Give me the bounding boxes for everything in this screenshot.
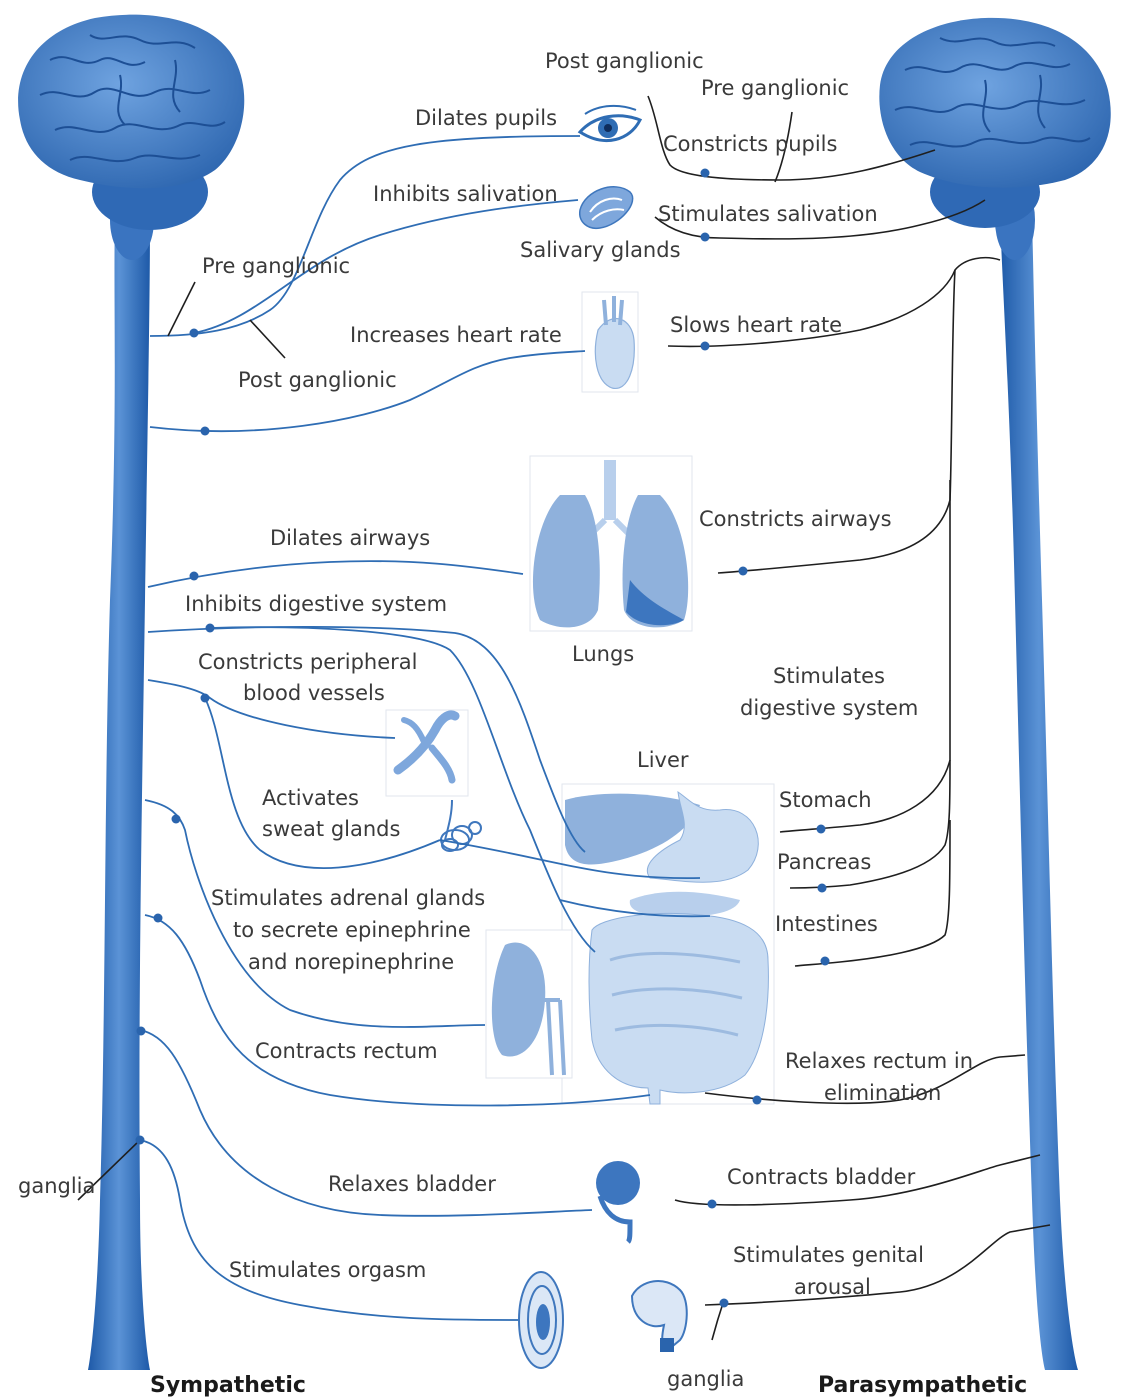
stimulates-salivation-label: Stimulates salivation [658, 202, 878, 226]
dilates-pupils-label: Dilates pupils [415, 106, 557, 130]
relaxes-rectum-label-1: Relaxes rectum in [785, 1049, 973, 1073]
increases-heart-rate-label: Increases heart rate [350, 323, 562, 347]
adrenal-label-2: to secrete epinephrine [233, 918, 471, 942]
left-spinal-cord [88, 215, 150, 1370]
constricts-pupils-label: Constricts pupils [663, 132, 837, 156]
digestive-organs-icon [562, 784, 774, 1104]
sympathetic-brain-and-spinal-cord [18, 15, 244, 1370]
bladder-icon [596, 1161, 640, 1242]
synapse-dot [137, 1027, 146, 1036]
post-ganglionic-left-label: Post ganglionic [238, 368, 397, 392]
intestines-shape [589, 913, 768, 1104]
stomach-label: Stomach [779, 788, 872, 812]
adrenal-kidney-icon [486, 930, 572, 1078]
pre-ganglionic-right-label: Pre ganglionic [701, 76, 849, 100]
stimulates-digestive-label-2: digestive system [740, 696, 918, 720]
ganglia-left-label: ganglia [18, 1174, 95, 1198]
synapse-dot [817, 825, 826, 834]
synapse-dot [701, 342, 710, 351]
sweat-glands-label-1: Activates [262, 786, 359, 810]
adrenal-label-3: and norepinephrine [248, 950, 454, 974]
left-cerebrum [18, 15, 244, 189]
synapse-dot [206, 624, 215, 633]
male-genitalia-icon [632, 1281, 687, 1352]
stimulates-orgasm-label: Stimulates orgasm [229, 1258, 426, 1282]
synapse-dot [818, 884, 827, 893]
synapse-dot [739, 567, 748, 576]
lungs-label: Lungs [572, 642, 634, 666]
constricts-vessels-label-2: blood vessels [243, 681, 385, 705]
inhibits-salivation-label: Inhibits salivation [373, 182, 558, 206]
female-genitalia-icon [519, 1272, 563, 1368]
right-spinal-cord [1000, 215, 1078, 1370]
relaxes-bladder-label: Relaxes bladder [328, 1172, 496, 1196]
dilates-airways-label: Dilates airways [270, 526, 430, 550]
constricts-vessels-label-1: Constricts peripheral [198, 650, 417, 674]
synapse-dot [136, 1136, 145, 1145]
sweat-glands-label-2: sweat glands [262, 817, 400, 841]
blood-vessel-icon [386, 710, 468, 796]
synapse-dot [821, 957, 830, 966]
liver-label: Liver [637, 748, 689, 772]
genital-arousal-label-2: arousal [794, 1275, 871, 1299]
post-ganglionic-right-label: Post ganglionic [545, 49, 704, 73]
salivary-glands-label: Salivary glands [520, 238, 681, 262]
pancreas-label: Pancreas [777, 850, 871, 874]
parasympathetic-title: Parasympathetic [818, 1373, 1027, 1397]
synapse-dot [154, 914, 163, 923]
lungs-icon [530, 456, 692, 631]
relaxes-rectum-label-2: elimination [824, 1081, 941, 1105]
sympathetic-title: Sympathetic [150, 1373, 306, 1397]
eye-icon [580, 106, 640, 141]
constricts-airways-label: Constricts airways [699, 507, 892, 531]
synapse-dot [701, 233, 710, 242]
genital-arousal-label-1: Stimulates genital [733, 1243, 924, 1267]
contracts-rectum-label: Contracts rectum [255, 1039, 438, 1063]
slows-heart-rate-label: Slows heart rate [670, 313, 842, 337]
synapse-dot [190, 572, 199, 581]
stimulates-digestive-label-1: Stimulates [773, 664, 885, 688]
ganglia-right-label: ganglia [667, 1367, 744, 1391]
synapse-dot [720, 1299, 729, 1308]
synapse-dot [201, 427, 210, 436]
synapse-dot [190, 329, 199, 338]
intestines-label: Intestines [775, 912, 878, 936]
synapse-dot [701, 169, 710, 178]
salivary-gland-icon [580, 187, 633, 228]
synapse-dot [708, 1200, 717, 1209]
inhibits-digestive-label: Inhibits digestive system [185, 592, 447, 616]
adrenal-label-1: Stimulates adrenal glands [211, 886, 485, 910]
synapse-dot [753, 1096, 762, 1105]
pre-ganglionic-left-label: Pre ganglionic [202, 254, 350, 278]
contracts-bladder-label: Contracts bladder [727, 1165, 916, 1189]
synapse-dot [172, 815, 181, 824]
heart-icon [582, 292, 638, 392]
synapse-dot [201, 694, 210, 703]
